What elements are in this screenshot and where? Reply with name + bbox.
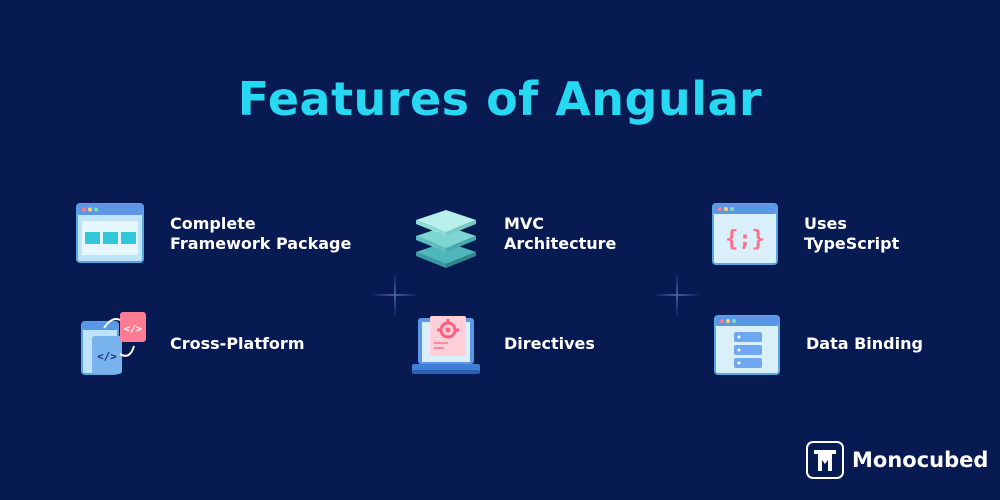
feature-uses-typescript: {;} Uses TypeScript [710,198,899,270]
feature-label: Data Binding [806,334,923,353]
feature-directives: Directives [410,308,595,380]
database-folder-icon [714,315,780,375]
feature-label: Directives [504,334,595,353]
browser-window-icon [76,203,144,263]
svg-text:</>: </> [97,350,117,363]
sparkle-icon [654,272,700,318]
layers-stack-icon [416,210,476,268]
monocubed-logo: Monocubed [806,441,988,479]
feature-label: Uses TypeScript [804,214,900,253]
page-title: Features of Angular [237,72,763,126]
feature-data-binding: Data Binding [712,308,923,380]
feature-complete-framework: Complete Framework Package [76,198,351,270]
svg-text:</>: </> [124,324,142,335]
monocubed-logo-icon [806,441,844,479]
svg-text:{;}: {;} [725,227,765,252]
code-files-icon: </> </> [81,312,146,375]
feature-label: Complete Framework Package [170,214,352,253]
laptop-gear-icon [412,316,480,374]
feature-cross-platform: </> </> Cross-Platform [76,308,304,380]
typescript-folder-icon: {;} [712,203,778,265]
feature-mvc-architecture: MVC Architecture [410,198,616,270]
sparkle-icon [372,272,418,318]
feature-label: MVC Architecture [504,214,617,253]
feature-label: Cross-Platform [170,334,305,353]
brand-name: Monocubed [852,448,989,472]
